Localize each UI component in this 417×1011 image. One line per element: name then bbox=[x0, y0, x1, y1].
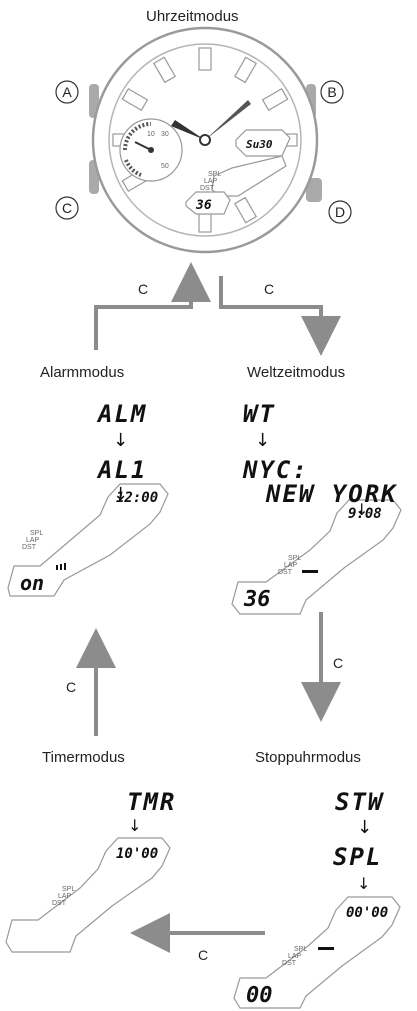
day-date-display: Su30 bbox=[246, 138, 273, 151]
stopwatch-indicator-lap: LAP bbox=[288, 953, 302, 960]
stopwatch-indicator-spl: SPL bbox=[294, 946, 307, 953]
stopwatch-seconds-display: 00 bbox=[246, 983, 273, 1008]
button-a-icon bbox=[55, 80, 79, 104]
watch-illustration: 10 30 50 Su30 SPL LAP DST 36 bbox=[89, 26, 322, 254]
button-c-icon bbox=[55, 196, 79, 220]
world-line-2: NYC: bbox=[243, 456, 309, 484]
world-line-3: NEW YORK bbox=[266, 480, 398, 508]
hour-hand bbox=[171, 120, 205, 140]
stopwatch-line-2: SPL bbox=[333, 843, 383, 871]
alarm-line-2: AL1 bbox=[98, 456, 148, 484]
world-indicator-spl: SPL bbox=[288, 555, 301, 562]
time-mode-label: Uhrzeitmodus bbox=[146, 8, 239, 25]
alarm-down-arrow-1: ↓ bbox=[113, 430, 129, 451]
timer-mode-label: Timermodus bbox=[42, 749, 125, 766]
timer-indicator-dst: DST bbox=[52, 900, 67, 907]
alarm-display-outline bbox=[7, 483, 169, 597]
alarm-time-display: 12:00 bbox=[116, 490, 158, 506]
button-d-letter: D bbox=[335, 204, 345, 220]
button-d-icon bbox=[328, 200, 352, 224]
world-time-display: 9:08 bbox=[348, 506, 382, 522]
arrow-label-c-4: C bbox=[66, 679, 76, 695]
watch-indicator-spl: SPL bbox=[208, 171, 221, 178]
subdial-tick-30: 30 bbox=[161, 131, 169, 138]
timer-line-1: TMR bbox=[127, 788, 177, 816]
alarm-indicator-lap: LAP bbox=[26, 537, 40, 544]
world-down-arrow-2: ↓ bbox=[355, 500, 369, 519]
world-indicator-lap: LAP bbox=[284, 562, 298, 569]
button-b-icon bbox=[320, 80, 344, 104]
arrow-label-c-3: C bbox=[333, 655, 343, 671]
world-down-arrow-1: ↓ bbox=[255, 430, 271, 451]
alarm-status-display: on bbox=[20, 571, 44, 595]
stopwatch-spl-indicator bbox=[318, 947, 334, 950]
world-mode-label: Weltzeitmodus bbox=[247, 364, 346, 381]
arrow-label-c-2: C bbox=[264, 281, 274, 297]
minute-hand bbox=[205, 100, 251, 140]
arrow-time-to-world bbox=[219, 276, 341, 356]
seconds-display: 36 bbox=[195, 198, 212, 213]
world-seconds-display: 36 bbox=[243, 587, 271, 612]
timer-display-outline bbox=[5, 837, 171, 953]
alarm-mode-label: Alarmmodus bbox=[40, 364, 125, 381]
alarm-indicator-spl: SPL bbox=[30, 530, 43, 537]
crown-d-shape bbox=[306, 178, 322, 202]
stopwatch-time-display: 00'00 bbox=[346, 905, 388, 921]
alarm-signal-icon bbox=[56, 563, 66, 570]
timer-down-arrow: ↓ bbox=[128, 816, 142, 835]
watch-indicator-dst: DST bbox=[200, 185, 215, 192]
arrow-label-c-1: C bbox=[138, 281, 148, 297]
alarm-indicator-dst: DST bbox=[22, 544, 37, 551]
button-b-letter: B bbox=[327, 84, 336, 100]
stopwatch-line-1: STW bbox=[335, 788, 385, 816]
world-indicator-dst: DST bbox=[278, 569, 293, 576]
stopwatch-indicator-dst: DST bbox=[282, 960, 297, 967]
arrow-alarm-to-time bbox=[94, 262, 211, 350]
world-line-1: WT bbox=[243, 400, 276, 428]
subdial-tick-10: 10 bbox=[147, 131, 155, 138]
arrow-label-c-5: C bbox=[198, 947, 208, 963]
alarm-down-arrow-2: ↓ bbox=[113, 484, 129, 505]
button-a-letter: A bbox=[62, 84, 72, 100]
world-display-outline bbox=[231, 499, 402, 615]
stopwatch-mode-label: Stoppuhrmodus bbox=[255, 749, 361, 766]
timer-indicator-lap: LAP bbox=[58, 893, 72, 900]
subdial-tick-50: 50 bbox=[161, 163, 169, 170]
button-c-letter: C bbox=[62, 200, 72, 216]
timer-indicator-spl: SPL bbox=[62, 886, 75, 893]
stopwatch-display-outline bbox=[233, 896, 401, 1009]
alarm-line-1: ALM bbox=[98, 400, 148, 428]
stopwatch-down-arrow-1: ↓ bbox=[357, 817, 373, 838]
timer-time-display: 10'00 bbox=[116, 846, 158, 862]
stopwatch-down-arrow-2: ↓ bbox=[357, 874, 371, 893]
watch-indicator-lap: LAP bbox=[204, 178, 218, 185]
world-dst-indicator bbox=[302, 570, 318, 573]
